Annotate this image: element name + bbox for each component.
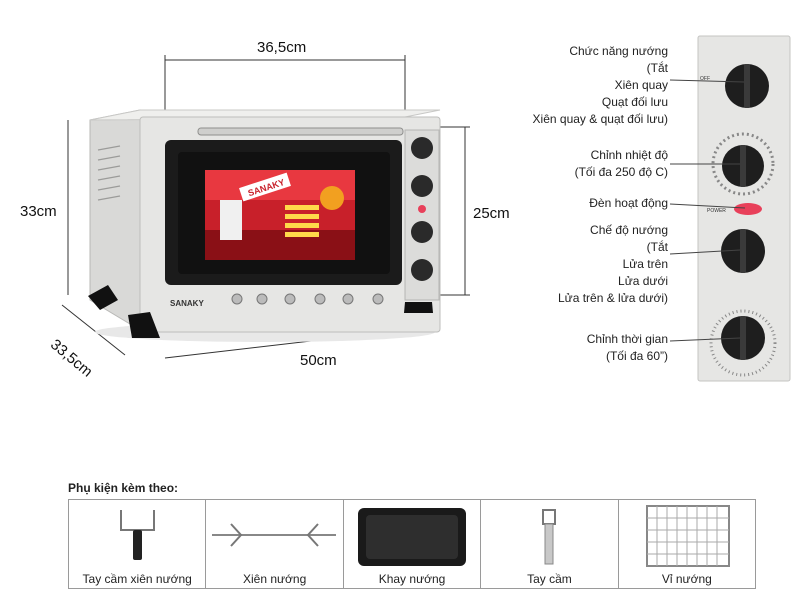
rotisserie-spit-icon — [212, 523, 337, 547]
tray-handle-icon — [542, 509, 557, 565]
accessory-label: Tay cầm — [527, 572, 572, 586]
dimension-height-right: 25cm — [473, 205, 510, 222]
accessories-table: Tay cầm xiên nướng Xiên nướng Khay nướng… — [68, 499, 756, 589]
accessory-cell: Khay nướng — [344, 500, 482, 588]
wire-rack-icon — [645, 505, 730, 567]
timer-knob — [709, 309, 777, 377]
function-knob: OFF — [700, 64, 769, 108]
temperature-knob — [711, 132, 775, 196]
mode-knob — [721, 229, 765, 273]
baking-tray-icon — [357, 508, 466, 566]
accessories-title: Phụ kiện kèm theo: — [68, 481, 179, 495]
control-label-mode: Chế độ nướng (Tắt Lửa trên Lửa dưới Lửa … — [557, 223, 668, 305]
control-label-power-light: Đèn hoạt động — [589, 196, 668, 210]
accessory-label: Tay cầm xiên nướng — [82, 572, 192, 586]
oven-body: SANAKY SANAKY — [88, 109, 441, 338]
accessory-label: Vỉ nướng — [661, 572, 712, 586]
dimension-height-left: 33cm — [20, 203, 57, 220]
off-label: OFF — [700, 76, 710, 82]
rotisserie-handle-icon — [120, 510, 155, 560]
power-label: POWER — [707, 208, 726, 214]
accessory-cell: Tay cầm — [481, 500, 619, 588]
control-panel: OFF POWER — [669, 35, 791, 382]
dimension-width-top: 36,5cm — [257, 39, 307, 56]
control-label-temperature: Chỉnh nhiệt độ (Tối đa 250 độ C) — [574, 148, 668, 179]
accessory-cell: Xiên nướng — [206, 500, 344, 588]
oven-brand-text: SANAKY — [170, 299, 204, 308]
accessory-label: Khay nướng — [378, 572, 446, 586]
dimension-width-bottom: 50cm — [300, 352, 337, 369]
control-label-timer: Chỉnh thời gian (Tối đa 60”) — [586, 332, 668, 363]
accessory-cell: Tay cầm xiên nướng — [69, 500, 207, 588]
accessory-label: Xiên nướng — [242, 572, 307, 586]
power-indicator: POWER — [707, 203, 762, 215]
accessory-cell: Vỉ nướng — [619, 500, 755, 588]
control-label-function: Chức năng nướng (Tắt Xiên quay Quạt đối … — [532, 44, 668, 126]
